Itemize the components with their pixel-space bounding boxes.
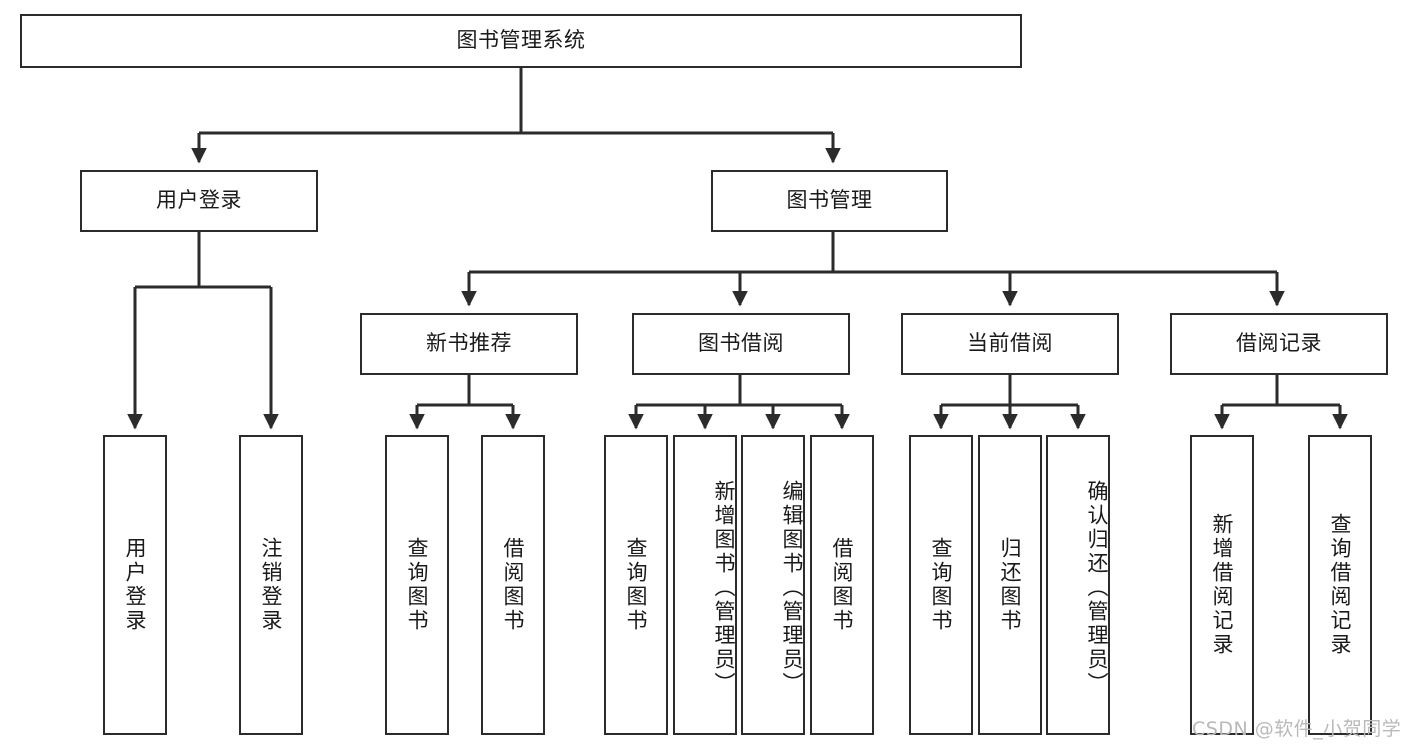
leaf-add-borrow-record-label: 新增借阅记录 bbox=[1210, 513, 1235, 657]
node-new-book-recommend[interactable]: 新书推荐 bbox=[360, 313, 578, 375]
node-book-management-label: 图书管理 bbox=[786, 188, 873, 213]
node-book-borrow[interactable]: 图书借阅 bbox=[632, 313, 850, 375]
leaf-query-book-recommend-label: 查询图书 bbox=[405, 537, 430, 633]
leaf-borrow-book-borrow[interactable]: 借阅图书 bbox=[810, 435, 874, 735]
leaf-query-book-borrow-label: 查询图书 bbox=[624, 537, 649, 633]
leaf-return-book-label: 归还图书 bbox=[998, 537, 1023, 633]
node-borrow-records-label: 借阅记录 bbox=[1236, 331, 1322, 356]
node-root-label: 图书管理系统 bbox=[456, 28, 586, 53]
node-borrow-records[interactable]: 借阅记录 bbox=[1170, 313, 1388, 375]
leaf-add-book-admin-label: 新增图书（管理员） bbox=[712, 480, 736, 696]
leaf-edit-book-admin-label: 编辑图书（管理员） bbox=[780, 480, 804, 696]
node-user-login[interactable]: 用户登录 bbox=[80, 170, 318, 232]
node-book-borrow-label: 图书借阅 bbox=[698, 331, 784, 356]
leaf-edit-book-admin[interactable]: 编辑图书（管理员） bbox=[741, 435, 805, 735]
leaf-query-book-recommend[interactable]: 查询图书 bbox=[385, 435, 449, 735]
leaf-borrow-book-borrow-label: 借阅图书 bbox=[830, 537, 855, 633]
leaf-borrow-book-recommend-label: 借阅图书 bbox=[501, 537, 526, 633]
node-user-login-label: 用户登录 bbox=[156, 188, 242, 213]
leaf-query-book-borrow[interactable]: 查询图书 bbox=[604, 435, 668, 735]
leaf-confirm-return-admin-label: 确认归还（管理员） bbox=[1085, 480, 1109, 696]
leaf-user-login[interactable]: 用户登录 bbox=[103, 435, 167, 735]
leaf-query-borrow-record-label: 查询借阅记录 bbox=[1328, 513, 1353, 657]
leaf-user-logout-label: 注销登录 bbox=[259, 537, 284, 633]
node-current-borrow-label: 当前借阅 bbox=[967, 331, 1053, 356]
leaf-query-book-current[interactable]: 查询图书 bbox=[909, 435, 973, 735]
leaf-query-borrow-record[interactable]: 查询借阅记录 bbox=[1308, 435, 1372, 735]
node-book-management[interactable]: 图书管理 bbox=[711, 170, 948, 232]
leaf-user-login-label: 用户登录 bbox=[123, 537, 148, 633]
leaf-borrow-book-recommend[interactable]: 借阅图书 bbox=[481, 435, 545, 735]
node-current-borrow[interactable]: 当前借阅 bbox=[901, 313, 1119, 375]
leaf-add-borrow-record[interactable]: 新增借阅记录 bbox=[1190, 435, 1254, 735]
node-root[interactable]: 图书管理系统 bbox=[20, 14, 1022, 68]
node-new-book-recommend-label: 新书推荐 bbox=[426, 331, 512, 356]
leaf-confirm-return-admin[interactable]: 确认归还（管理员） bbox=[1046, 435, 1110, 735]
leaf-query-book-current-label: 查询图书 bbox=[929, 537, 954, 633]
leaf-add-book-admin[interactable]: 新增图书（管理员） bbox=[673, 435, 737, 735]
leaf-return-book[interactable]: 归还图书 bbox=[978, 435, 1042, 735]
leaf-user-logout[interactable]: 注销登录 bbox=[239, 435, 303, 735]
csdn-watermark: CSDN @软件_小贺同学 bbox=[1192, 718, 1402, 740]
